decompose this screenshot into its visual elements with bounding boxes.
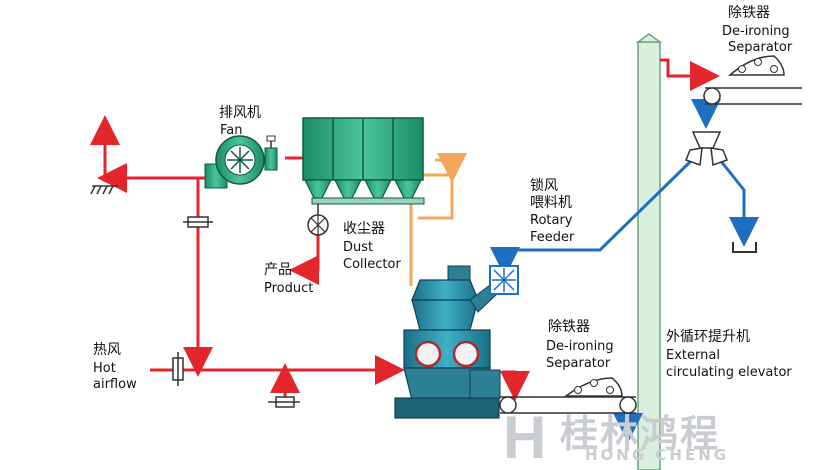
- collector-inlet-arrow: [435, 153, 467, 183]
- vertical-roller-mill: [394, 265, 517, 419]
- ground-symbol: [90, 185, 118, 195]
- de-ironing-separator-middle: [499, 377, 637, 414]
- watermark-en: HONG CHENG: [585, 446, 730, 464]
- deironing-top-label-en2: Separator: [728, 40, 793, 55]
- dust-collector-label-en1: Dust: [343, 240, 374, 255]
- elevator-label-en1: External: [666, 348, 720, 363]
- collection-bin: [732, 242, 757, 253]
- rotary-feeder-label-en2: Feeder: [530, 230, 575, 245]
- air-valve-upper: [183, 216, 213, 228]
- fan-label-en: Fan: [220, 123, 243, 138]
- rotary-feeder: [489, 265, 519, 295]
- air-valve-hot: [172, 352, 184, 386]
- fan: [204, 135, 278, 189]
- mill-to-collector-line: [409, 173, 454, 286]
- hot-airflow-label-en1: Hot: [93, 361, 116, 376]
- watermark-logo-letter: H: [503, 404, 546, 470]
- hot-airflow-label-cn: 热风: [93, 342, 121, 358]
- product-label-cn: 产品: [264, 262, 292, 278]
- diverter-valve: [685, 131, 728, 167]
- hot-airflow-label-en2: airflow: [93, 377, 137, 392]
- rotary-feeder-label-cn1: 锁风: [530, 178, 558, 194]
- deironing-top-label-en1: De-ironing: [722, 24, 790, 39]
- watermark-cn: 桂林鸿程: [560, 412, 721, 456]
- dust-collector-label-en2: Collector: [343, 257, 401, 272]
- dust-collector-label-cn: 收尘器: [343, 221, 385, 237]
- dust-collector: [302, 117, 425, 236]
- rotary-feeder-label-cn2: 喂料机: [530, 195, 572, 211]
- air-valve-lower: [268, 396, 300, 408]
- fan-label-cn: 排风机: [219, 105, 261, 121]
- rotary-feeder-label-en1: Rotary: [530, 213, 573, 228]
- elevator-label-cn: 外循环提升机: [666, 329, 750, 345]
- elevator-label-en2: circulating elevator: [666, 365, 792, 380]
- de-ironing-separator-top: [703, 55, 802, 105]
- hot-air-lines: [90, 58, 720, 403]
- deironing-mid-label-en1: De-ironing: [546, 339, 614, 354]
- product-label-en: Product: [264, 281, 314, 296]
- deironing-mid-label-en2: Separator: [546, 356, 611, 371]
- deironing-mid-label-cn: 除铁器: [548, 319, 590, 335]
- external-circulating-elevator: [635, 33, 663, 470]
- deironing-top-label-cn: 除铁器: [728, 5, 770, 21]
